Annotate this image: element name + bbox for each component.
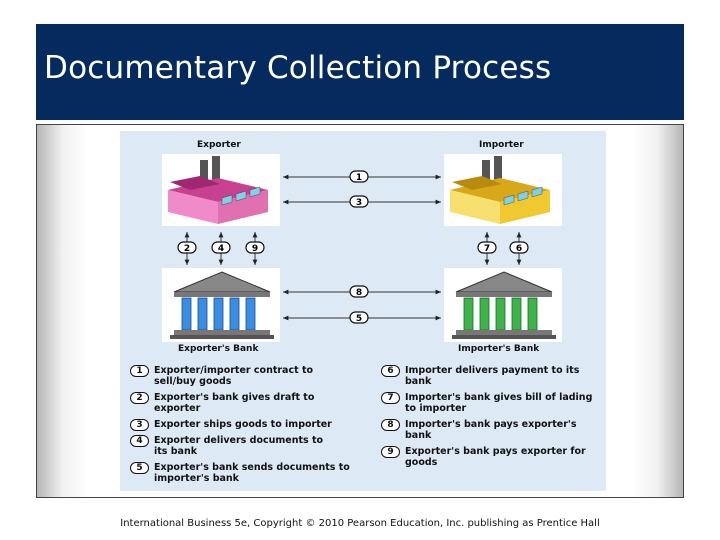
svg-text:3: 3	[356, 198, 362, 208]
step-badge-8: 8	[350, 286, 368, 298]
svg-text:4: 4	[218, 244, 224, 254]
step-badge-4: 4	[212, 242, 230, 254]
svg-text:8: 8	[356, 288, 362, 298]
svg-text:6: 6	[516, 244, 522, 254]
importer-label: Importer	[479, 140, 524, 150]
step-badge-6: 6	[510, 242, 528, 254]
copyright-footer: International Business 5e, Copyright © 2…	[0, 518, 720, 529]
step-badge-5: 5	[350, 312, 368, 324]
exporter-label: Exporter	[197, 140, 241, 150]
importer-bank-icon	[444, 268, 562, 342]
importer-factory-icon	[444, 154, 562, 226]
svg-text:9: 9	[252, 244, 258, 254]
step-badge-9: 9	[246, 242, 264, 254]
exporter-factory-icon	[162, 154, 280, 226]
exporter-bank-icon	[162, 268, 280, 342]
svg-text:1: 1	[356, 173, 362, 183]
importer-bank-label: Importer's Bank	[458, 344, 539, 354]
step-badge-1: 1	[350, 171, 368, 183]
step-badge-7: 7	[478, 242, 496, 254]
exporter-bank-label: Exporter's Bank	[178, 344, 258, 354]
svg-text:7: 7	[484, 244, 490, 254]
step-badge-2: 2	[178, 242, 196, 254]
svg-text:2: 2	[184, 244, 190, 254]
svg-text:5: 5	[356, 314, 362, 324]
step-badge-3: 3	[350, 196, 368, 208]
